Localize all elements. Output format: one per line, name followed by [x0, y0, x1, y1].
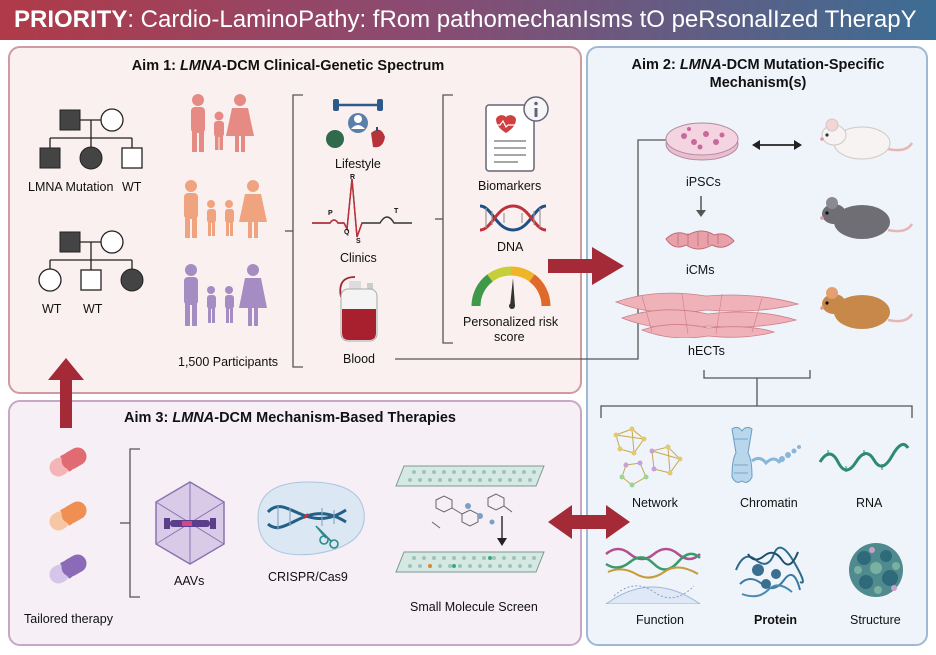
- family-group-icon-3: [184, 264, 267, 326]
- risk-gauge-icon: [471, 266, 551, 309]
- participants-label: 1,500 Participants: [178, 355, 279, 369]
- double-arrow-icon: [752, 140, 802, 150]
- function-label: Function: [636, 613, 684, 627]
- aim1-to-aim2-arrow: [548, 247, 624, 285]
- hect-tissue-icon: [614, 292, 800, 338]
- rna-label: RNA: [856, 496, 883, 510]
- dna-helix-icon: [479, 204, 547, 232]
- aim1-title: Aim 1: LMNA-DCM Clinical-Genetic Spectru…: [131, 58, 445, 74]
- ecg-label-t: T: [394, 208, 399, 215]
- ecg-label-q: Q: [344, 229, 350, 236]
- aim3-title: Aim 3: LMNA-DCM Mechanism-Based Therapie…: [124, 410, 456, 426]
- pedigree-diagram-1: [39, 108, 143, 170]
- aav-capsid-icon: [155, 481, 225, 565]
- risk-score-label-line1: Personalized risk: [463, 315, 559, 329]
- aim3-to-aim1-arrow: [48, 358, 84, 428]
- small-molecule-screen-label: Small Molecule Screen: [410, 600, 538, 614]
- network-label: Network: [632, 496, 678, 510]
- biomarkers-report-icon: [485, 96, 549, 172]
- pill-capsule-icon-2: [49, 501, 87, 531]
- ecg-label-p: P: [328, 210, 333, 217]
- brown-mouse-icon: [820, 287, 914, 329]
- pedigree-label-wt-middle: WT: [83, 302, 103, 316]
- crispr-label: CRISPR/Cas9: [268, 570, 348, 584]
- white-mouse-icon: [820, 118, 914, 160]
- network-icon: [613, 426, 683, 488]
- pedigree-label-wt-left: WT: [42, 302, 62, 316]
- tailored-therapy-label: Tailored therapy: [24, 612, 113, 626]
- ipsc-label: iPSCs: [686, 175, 721, 189]
- aim3-aim2-double-arrow: [548, 505, 630, 539]
- banner-lead: PRIORITY: [14, 6, 128, 33]
- ecg-label-r: R: [350, 174, 356, 181]
- pedigree-diagram-2: [38, 230, 144, 292]
- biomarkers-label: Biomarkers: [478, 179, 542, 193]
- rna-strand-icon: [818, 442, 910, 472]
- icm-label: iCMs: [686, 263, 715, 277]
- lifestyle-icon: [326, 99, 385, 148]
- ipsc-petri-dish-icon: [665, 122, 739, 161]
- small-molecule-screen-icon: [395, 465, 545, 573]
- aav-label: AAVs: [174, 574, 205, 588]
- lifestyle-label: Lifestyle: [335, 157, 381, 171]
- crispr-cas9-icon: [257, 481, 365, 556]
- chromatin-label: Chromatin: [740, 496, 798, 510]
- family-group-icon-1: [191, 94, 254, 152]
- icm-cardiomyocyte-icon: [665, 230, 735, 250]
- structure-label: Structure: [850, 613, 901, 627]
- chromatin-icon: [731, 426, 801, 483]
- bracket-connector-3: [120, 448, 140, 598]
- pedigree-label-wt: WT: [122, 180, 142, 194]
- aim1-to-aim2-connector: [395, 139, 670, 360]
- ecg-label-s: S: [356, 238, 361, 245]
- hect-label: hECTs: [688, 344, 725, 358]
- structure-icon: [849, 543, 903, 597]
- down-arrow-icon: [696, 196, 706, 217]
- protein-icon: [735, 546, 804, 598]
- function-icon: [605, 547, 701, 604]
- banner-rest: : Cardio-LaminoPathy: fRom pathomechanIs…: [127, 6, 917, 33]
- omics-tree-connector: [600, 370, 913, 418]
- title-banner: PRIORITY: Cardio-LaminoPathy: fRom patho…: [0, 0, 936, 40]
- clinics-label: Clinics: [340, 251, 377, 265]
- blood-label: Blood: [343, 352, 375, 366]
- pill-capsule-icon-3: [49, 554, 87, 584]
- bracket-connector-1: [285, 94, 303, 368]
- risk-score-label-line2: score: [494, 330, 525, 344]
- dna-label: DNA: [497, 240, 524, 254]
- bracket-connector-2: [435, 94, 453, 344]
- gray-mouse-icon: [820, 197, 914, 239]
- pedigree-label-mutation: LMNA Mutation: [28, 180, 114, 194]
- family-group-icon-2: [184, 180, 267, 238]
- pill-capsule-icon-1: [49, 447, 87, 477]
- protein-label: Protein: [754, 613, 798, 627]
- blood-bag-icon: [339, 276, 378, 342]
- aim2-title: Aim 2: LMNA-DCM Mutation-Specific Mechan…: [631, 57, 885, 91]
- ecg-waveform-icon: [312, 178, 412, 238]
